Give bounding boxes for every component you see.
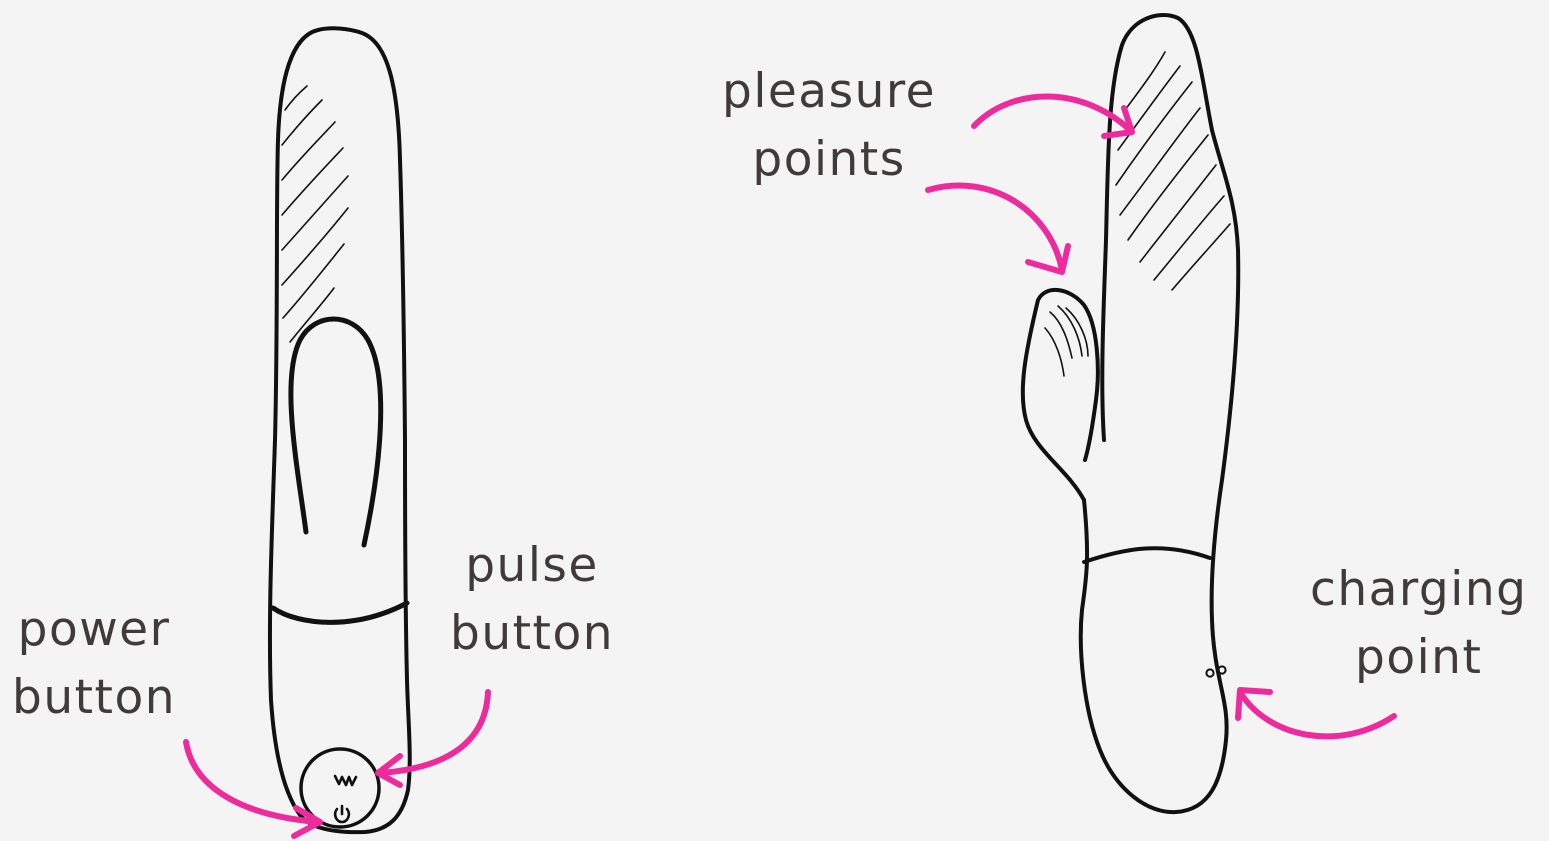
side-band — [1084, 548, 1210, 562]
front-view-device — [270, 28, 410, 832]
charging-point-label: charging point — [1310, 556, 1527, 692]
charging-point-label-line1: charging — [1310, 556, 1527, 624]
side-view-arm — [1023, 290, 1098, 500]
front-texture-grooves — [282, 86, 348, 342]
power-button-label-line2: button — [12, 664, 176, 732]
pleasure-arrowhead-2 — [1028, 246, 1068, 272]
pleasure-arrow-1 — [974, 97, 1130, 131]
pleasure-points-label-line2: points — [722, 126, 936, 194]
power-button-label: power button — [12, 596, 176, 732]
pleasure-arrow-2 — [928, 186, 1062, 270]
pleasure-points-label-line1: pleasure — [722, 58, 936, 126]
power-icon[interactable] — [335, 806, 349, 822]
side-arm-grooves — [1045, 306, 1088, 376]
wave-icon[interactable] — [335, 776, 356, 785]
pulse-button-label: pulse button — [450, 532, 614, 668]
pulse-button-label-line1: pulse — [450, 532, 614, 600]
charging-point-label-line2: point — [1310, 624, 1527, 692]
pulse-button-label-line2: button — [450, 600, 614, 668]
power-button-label-line1: power — [12, 596, 176, 664]
front-ear-arch — [291, 319, 381, 545]
callout-arrows — [186, 97, 1394, 837]
charging-dot-1 — [1206, 669, 1213, 676]
side-texture-grooves — [1116, 52, 1230, 290]
front-band — [273, 603, 407, 622]
pleasure-points-label: pleasure points — [722, 58, 936, 194]
charging-arrow — [1240, 692, 1394, 736]
